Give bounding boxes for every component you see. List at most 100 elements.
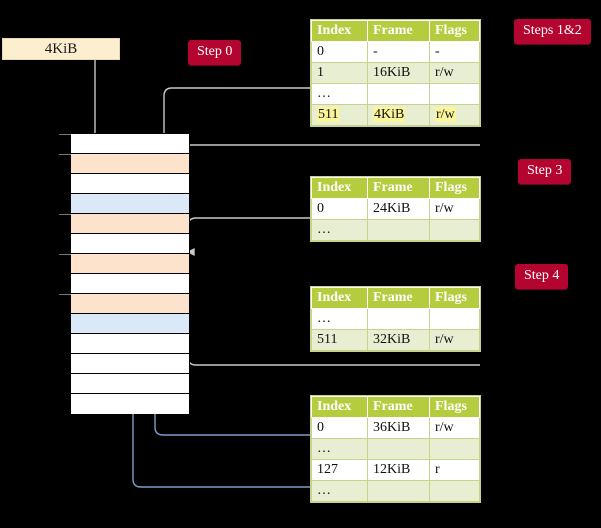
memory-frame-row <box>59 154 189 174</box>
table-cell: - <box>367 41 430 63</box>
table-cell: 511 <box>311 104 368 126</box>
memory-frame-row <box>71 234 189 254</box>
table-cell: 127 <box>311 459 368 481</box>
memory-frame-row <box>71 374 189 394</box>
highlighted-value: 511 <box>317 107 340 122</box>
table-cell: 12KiB <box>367 459 430 481</box>
table-row: … <box>311 308 480 330</box>
column-header-frame: Frame <box>367 396 430 418</box>
table-row: … <box>311 480 480 502</box>
table-cell: … <box>311 308 368 330</box>
table-cell: 0 <box>311 41 368 63</box>
memory-frame-row <box>71 274 189 294</box>
source-size-label: 4KiB <box>44 40 78 57</box>
highlighted-value: r/w <box>435 107 456 122</box>
column-header-flags: Flags <box>429 20 480 42</box>
memory-frame-row <box>59 294 189 314</box>
memory-frame-row <box>71 174 189 194</box>
memory-frame-row <box>59 254 189 274</box>
table-cell <box>429 480 480 502</box>
memory-frame-tick <box>59 254 71 255</box>
table-cell: 0 <box>311 417 368 439</box>
table-row: … <box>311 438 480 460</box>
table-cell: … <box>311 219 368 241</box>
step-badge-steps12: Steps 1&2 <box>514 19 591 44</box>
column-header-flags: Flags <box>429 396 480 418</box>
table-cell: 0 <box>311 198 368 220</box>
memory-frame-tick <box>59 294 71 295</box>
source-size-box: 4KiB <box>2 38 120 60</box>
table-cell: … <box>311 438 368 460</box>
table-cell: 511 <box>311 329 368 351</box>
table-row: 511 4KiB r/w <box>311 104 480 126</box>
column-header-frame: Frame <box>367 287 430 309</box>
step-badge-step0: Step 0 <box>188 40 242 65</box>
table-cell <box>429 438 480 460</box>
column-header-frame: Frame <box>367 20 430 42</box>
memory-frame-tick <box>59 154 71 155</box>
table-cell: r/w <box>429 417 480 439</box>
table-cell <box>429 219 480 241</box>
memory-frame-row <box>71 394 189 414</box>
table-cell: r/w <box>429 104 480 126</box>
table-cell <box>429 83 480 105</box>
column-header-flags: Flags <box>429 287 480 309</box>
step-badge-step3: Step 3 <box>518 159 572 184</box>
memory-frame-row <box>59 134 189 154</box>
highlighted-value: 4KiB <box>373 107 406 122</box>
column-header-index: Index <box>311 177 368 199</box>
memory-frame-row <box>71 194 189 214</box>
column-header-flags: Flags <box>429 177 480 199</box>
column-header-index: Index <box>311 287 368 309</box>
table-cell <box>429 308 480 330</box>
physical-memory-column <box>59 133 190 414</box>
memory-frame-row <box>71 334 189 354</box>
table-cell: … <box>311 83 368 105</box>
step-badge-step4: Step 4 <box>515 264 569 289</box>
table-cell <box>367 83 430 105</box>
table-cell: r/w <box>429 198 480 220</box>
column-header-index: Index <box>311 396 368 418</box>
memory-frame-row <box>71 314 189 334</box>
table-cell: r <box>429 459 480 481</box>
table-cell: r/w <box>429 62 480 84</box>
column-header-frame: Frame <box>367 177 430 199</box>
table-cell: 32KiB <box>367 329 430 351</box>
table-row: … <box>311 83 480 105</box>
table-cell <box>367 480 430 502</box>
memory-frame-tick <box>59 134 71 135</box>
table-cell: 1 <box>311 62 368 84</box>
column-header-index: Index <box>311 20 368 42</box>
table-cell: 36KiB <box>367 417 430 439</box>
table-row: 0-- <box>311 41 480 63</box>
memory-frame-row <box>71 354 189 374</box>
table-cell <box>367 438 430 460</box>
table-cell: - <box>429 41 480 63</box>
table-cell <box>367 219 430 241</box>
table-cell: 4KiB <box>367 104 430 126</box>
table-cell: 16KiB <box>367 62 430 84</box>
memory-frame-tick <box>59 214 71 215</box>
table-cell: r/w <box>429 329 480 351</box>
table-cell: 24KiB <box>367 198 430 220</box>
table-cell <box>367 308 430 330</box>
table-row: … <box>311 219 480 241</box>
